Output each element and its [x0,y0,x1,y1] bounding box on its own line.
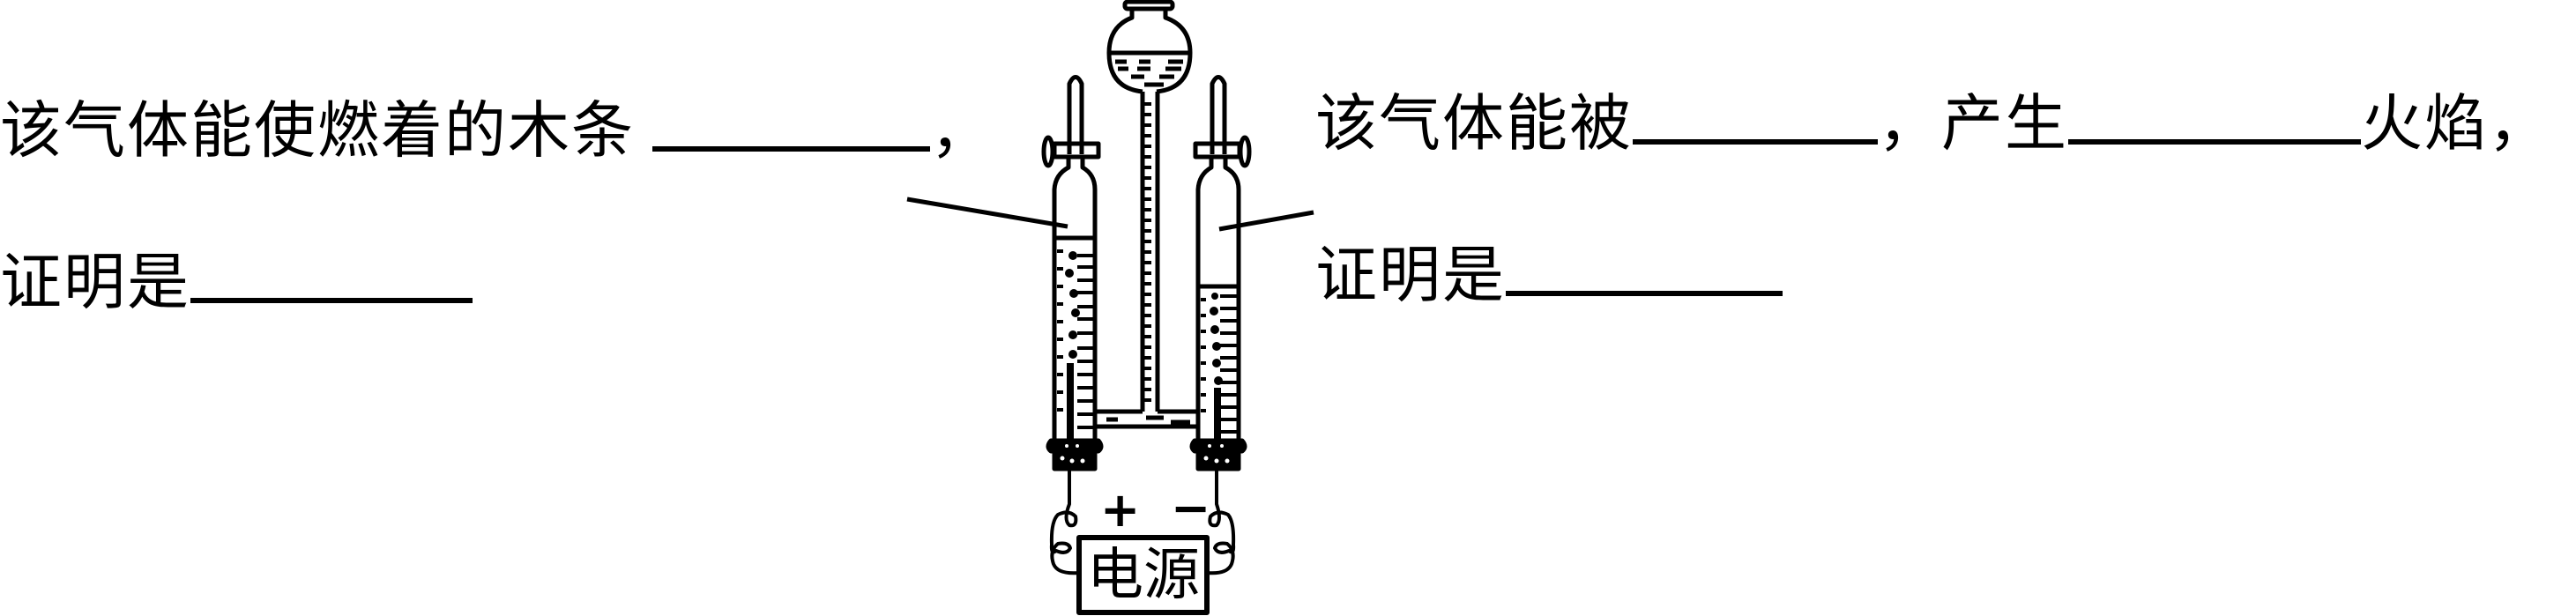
right-gas-tube-hydrogen [1189,75,1252,471]
power-supply-label: 电源 [1087,543,1200,608]
right-wire [1206,469,1236,575]
right-line1-part2: 产生 [1941,87,2068,160]
right-line1-part1: 该气体能被 [1315,87,1633,160]
left-gas-tube-oxygen [1041,75,1104,471]
negative-terminal-sign: − [1171,480,1211,536]
funnel-bulb-icon [1106,0,1193,94]
right-line2-text: 证明是 [1315,239,1506,311]
right-line1-part3: 火焰， [2361,87,2551,160]
left-answer-blank-1[interactable] [652,129,930,152]
right-question-line-2: 证明是 [1315,240,1783,310]
right-question-line-1: 该气体能被 ，产生 火焰， [1315,88,2551,159]
power-supply-box [1076,535,1210,615]
left-question-line-2: 证明是 [0,247,473,317]
left-line2-text: 证明是 [0,246,190,318]
positive-terminal-sign: + [1100,482,1141,538]
right-answer-blank-1[interactable] [1633,122,1878,145]
left-line1-comma: ， [930,94,994,167]
left-leader-line [906,197,1068,229]
left-wire [1049,469,1080,575]
right-leader-line [1218,210,1314,232]
left-line1-text: 该气体能使燃着的木条 [0,94,635,167]
connecting-tube [1094,409,1197,429]
left-question-line-1: 该气体能使燃着的木条 ， [0,95,994,166]
right-answer-blank-2[interactable] [2068,122,2361,145]
left-answer-blank-2[interactable] [190,280,473,303]
right-line1-comma: ， [1878,87,1941,160]
central-tube [1140,92,1160,412]
right-answer-blank-3[interactable] [1506,273,1783,296]
